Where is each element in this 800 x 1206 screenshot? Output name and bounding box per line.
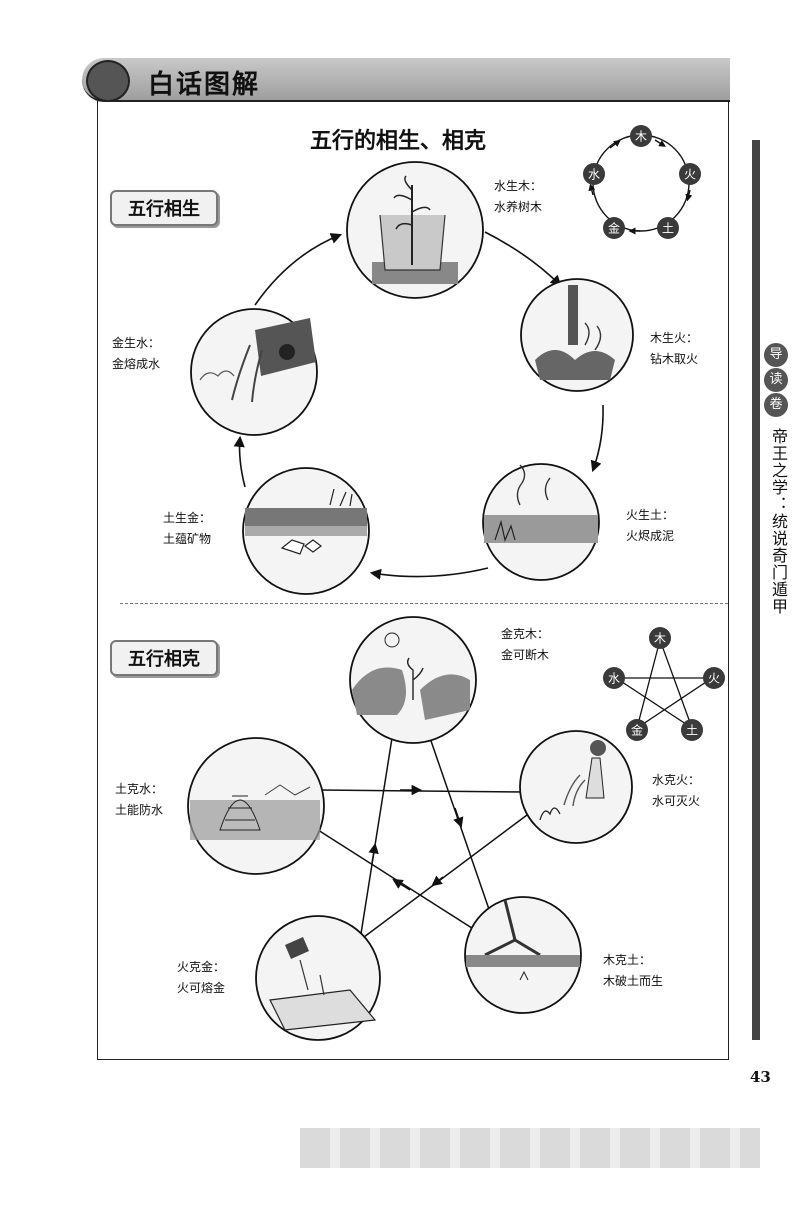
caption-water-fire: 水克火：水可灭火 bbox=[652, 773, 701, 808]
element-badge-label-fire: 火 bbox=[708, 672, 720, 686]
ke-mini-star bbox=[613, 637, 715, 730]
page-title: 五行的相生、相克 bbox=[310, 129, 487, 154]
arrow-wood-fire bbox=[590, 404, 604, 473]
caption-water-wood: 水生木：水养树木 bbox=[494, 179, 543, 214]
metal-melts-water-illustration bbox=[190, 308, 318, 436]
element-badge-label-water: 水 bbox=[608, 672, 620, 686]
arrow-metal-water bbox=[254, 233, 343, 306]
header-title: 白话图解 bbox=[148, 70, 261, 100]
header-bar bbox=[82, 58, 730, 102]
arrow-fire-earth bbox=[369, 567, 489, 580]
sheng-mini-cycle bbox=[588, 134, 693, 235]
ke-illustrations bbox=[187, 616, 633, 1041]
caption-earth-metal: 土生金：土蕴矿物 bbox=[163, 511, 212, 546]
element-badge-wood bbox=[630, 125, 652, 147]
side-badge-2: 读 bbox=[764, 368, 788, 392]
caption-metal-wood: 金克木：金可断木 bbox=[501, 627, 550, 662]
arrow-water-wood bbox=[484, 231, 562, 287]
element-badge-water bbox=[603, 667, 625, 689]
element-badge-earth bbox=[657, 217, 679, 239]
section-divider bbox=[120, 603, 728, 604]
caption-wood-earth: 木克土：木破土而生 bbox=[603, 953, 664, 988]
water-extinguish-fire-illustration bbox=[519, 730, 633, 844]
soil-minerals-illustration bbox=[242, 467, 370, 595]
caption-fire-metal: 火克金：火可熔金 bbox=[177, 960, 226, 995]
sheng-illustrations bbox=[190, 161, 634, 595]
element-badge-label-earth: 土 bbox=[662, 222, 674, 236]
earth-blocks-water-illustration bbox=[187, 737, 325, 875]
element-badge-water bbox=[583, 163, 605, 185]
element-badge-fire bbox=[703, 667, 725, 689]
sheng-section-label: 五行相生 bbox=[110, 190, 218, 226]
tree-breaks-soil-illustration bbox=[464, 896, 582, 1014]
element-badge-metal bbox=[626, 719, 648, 741]
side-chapter-title: 帝王之学：统说奇门遁甲 bbox=[769, 428, 788, 615]
element-badge-label-wood: 木 bbox=[635, 130, 647, 144]
element-badge-fire bbox=[679, 163, 701, 185]
metal-cuts-wood-illustration bbox=[349, 616, 477, 744]
element-badge-earth bbox=[681, 719, 703, 741]
element-badge-metal bbox=[603, 217, 625, 239]
ke-star-lines bbox=[317, 737, 528, 941]
sheng-cycle-arrows bbox=[233, 231, 604, 580]
side-badge-1: 导 bbox=[764, 343, 788, 367]
drill-wood-fire-illustration bbox=[520, 278, 634, 392]
caption-fire-earth: 火生土：火烬成泥 bbox=[626, 508, 675, 543]
scan-artifact-band bbox=[300, 1128, 760, 1168]
element-badge-label-earth: 土 bbox=[686, 724, 698, 738]
ke-section-label: 五行相克 bbox=[110, 640, 218, 676]
water-feeds-tree-illustration bbox=[346, 161, 484, 299]
caption-metal-water: 金生水：金熔成水 bbox=[112, 336, 161, 371]
fire-melts-metal-illustration bbox=[255, 915, 381, 1041]
arrow-earth-metal bbox=[233, 435, 246, 488]
side-tab-bar bbox=[752, 140, 760, 1040]
page-number: 43 bbox=[750, 1068, 771, 1086]
element-badge-wood bbox=[649, 627, 671, 649]
element-badge-label-fire: 火 bbox=[684, 168, 696, 182]
emblem-icon bbox=[86, 60, 130, 102]
element-badge-label-water: 水 bbox=[588, 168, 600, 182]
element-badge-label-wood: 木 bbox=[654, 632, 666, 646]
ashes-to-soil-illustration bbox=[482, 463, 600, 581]
element-badge-label-metal: 金 bbox=[608, 221, 620, 236]
element-badge-label-metal: 金 bbox=[631, 723, 643, 738]
caption-wood-fire: 木生火：钻木取火 bbox=[650, 331, 699, 366]
caption-earth-water: 土克水：土能防水 bbox=[115, 782, 164, 817]
side-badge-3: 卷 bbox=[764, 393, 788, 417]
